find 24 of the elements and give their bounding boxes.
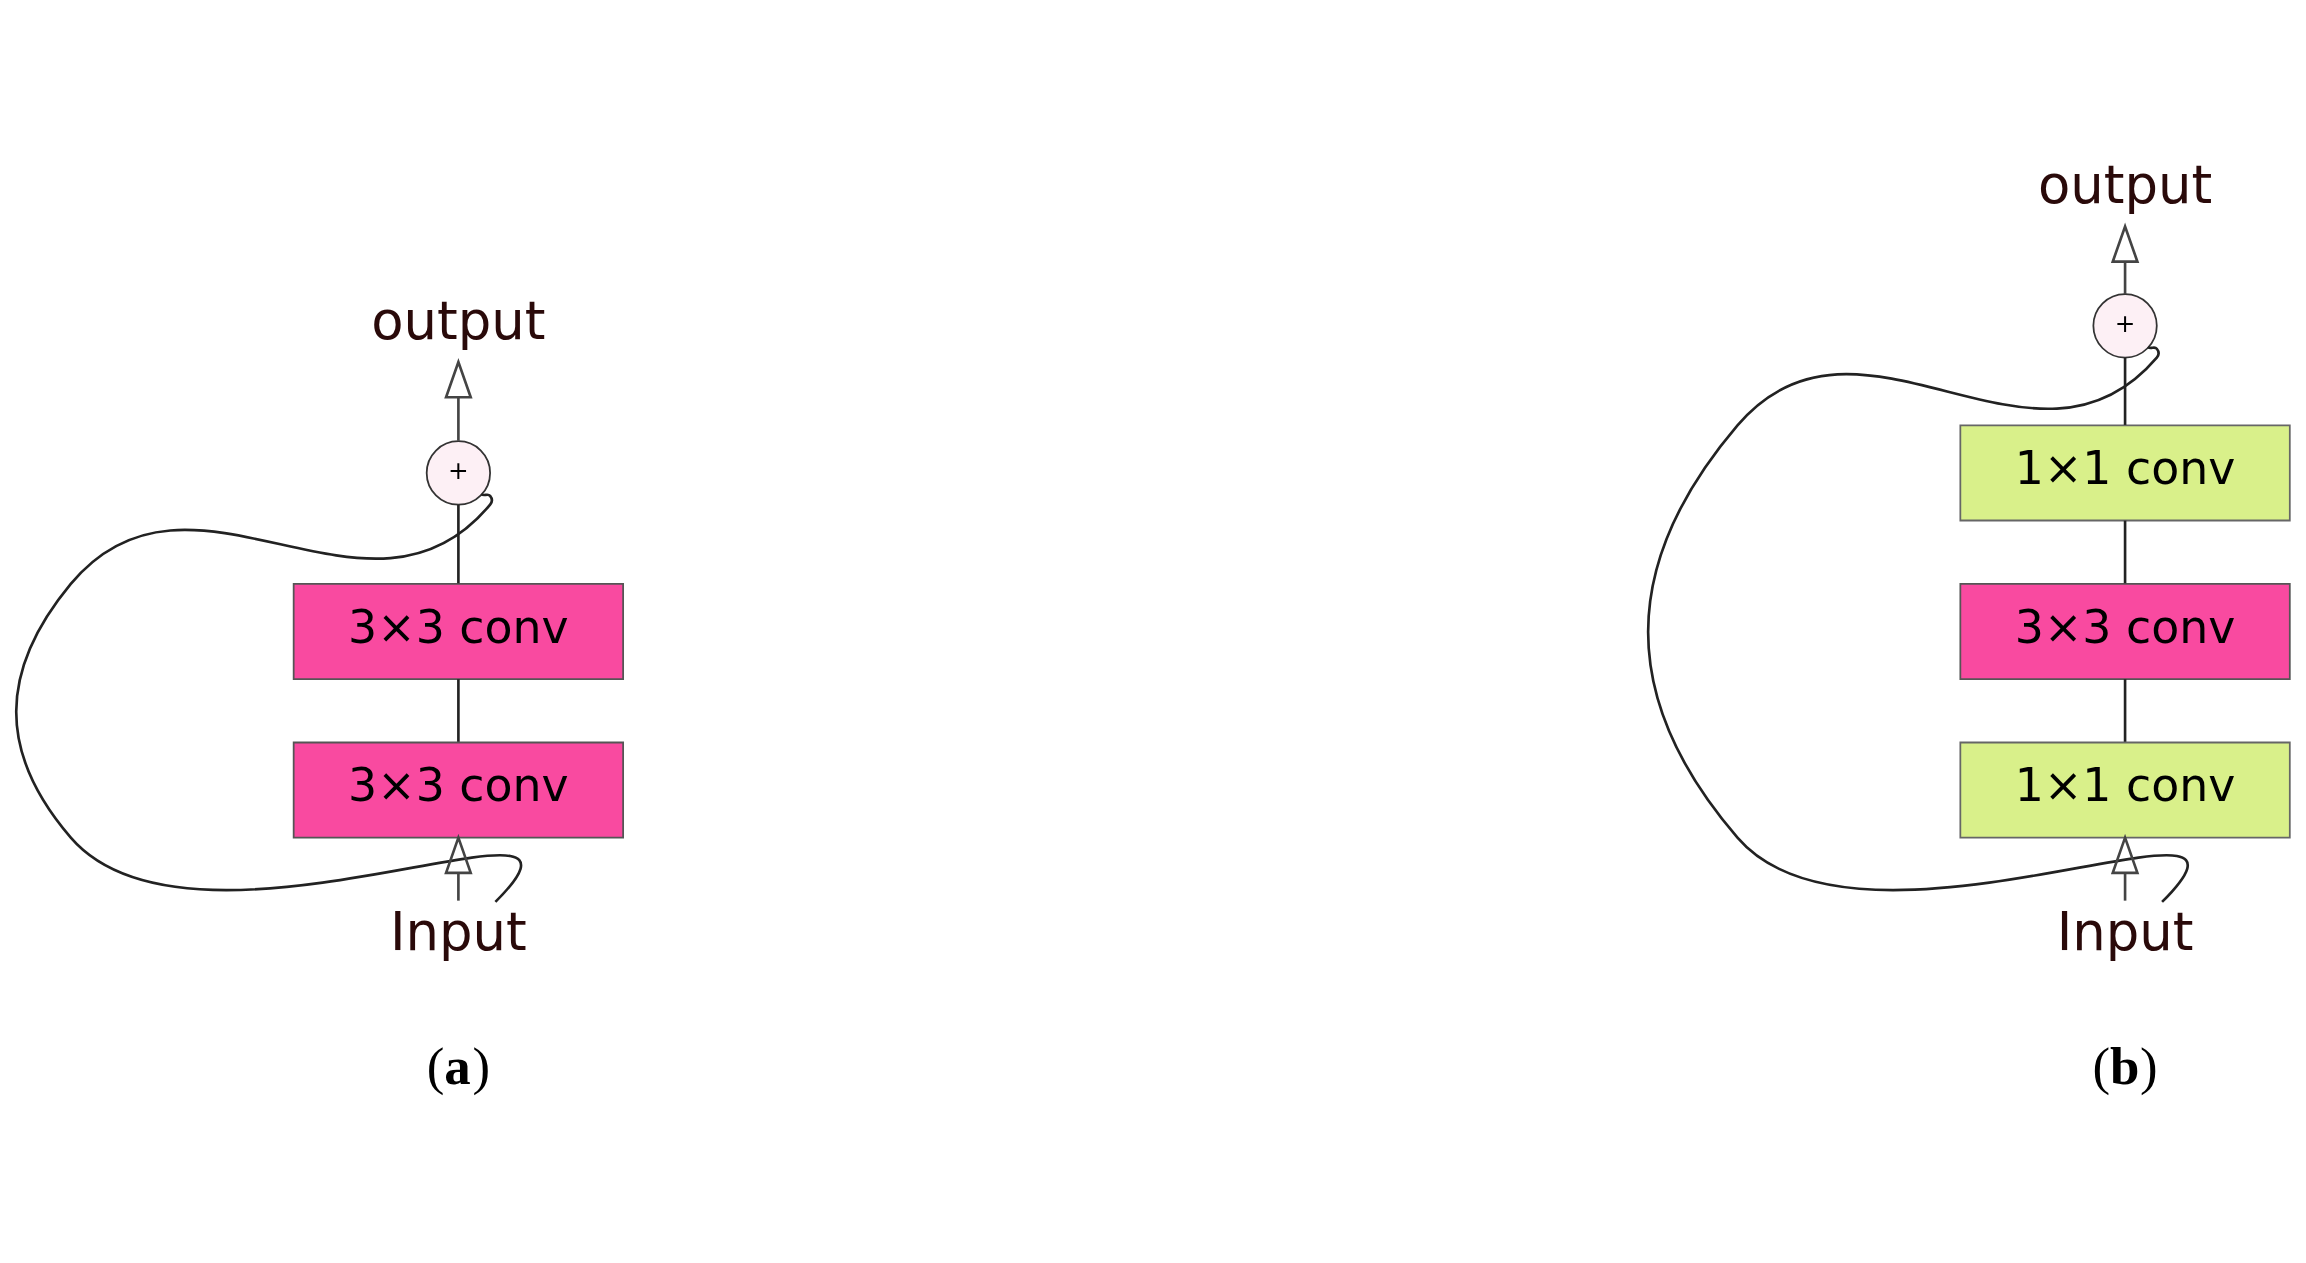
node-text: output [2037,154,2213,216]
node-circle: + [2092,293,2158,359]
arrow [444,833,473,901]
node-box: 3×3 conv [1959,583,2291,680]
connector [14,492,520,903]
arrow [2110,222,2140,295]
node-text: Input [2056,901,2194,963]
connector [457,679,460,742]
node-circle: + [425,440,491,506]
connector [2123,357,2127,425]
node-text: Input [389,901,527,963]
connector [1646,345,2187,903]
connector [2123,679,2127,742]
label: (b) [2092,1037,2158,1096]
connector [457,505,460,584]
node-box: 3×3 conv [292,583,624,680]
arrow [2110,833,2140,901]
arrow [444,358,473,441]
node-text: output [371,290,546,352]
label: (a) [426,1037,491,1096]
node-box: 1×1 conv [1959,424,2291,522]
node-box: 1×1 conv [1959,741,2291,839]
connector [2123,520,2127,584]
node-box: 3×3 conv [292,741,624,839]
